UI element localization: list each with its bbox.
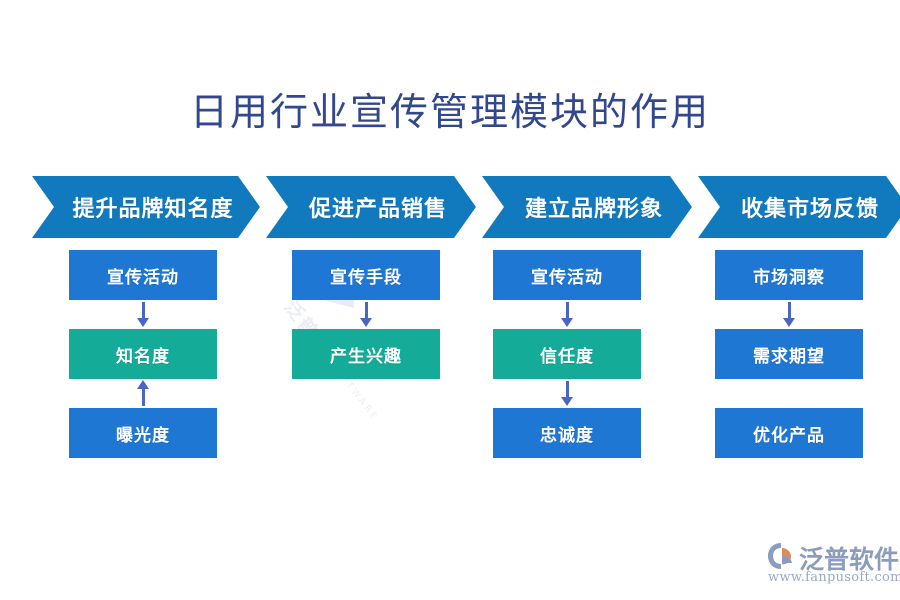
chevron-step-1[interactable]: 提升品牌知名度 — [32, 176, 260, 238]
arrow-down-icon — [493, 300, 641, 329]
arrow-stem — [141, 389, 145, 406]
arrow-head — [137, 318, 149, 327]
node-box[interactable]: 宣传活动 — [69, 250, 217, 300]
arrow-up-icon — [69, 379, 217, 408]
arrow-head — [137, 380, 149, 389]
logo-url: www.fanpusoft.com — [768, 570, 900, 585]
arrow-stem — [787, 302, 791, 319]
node-column-4: 市场洞察需求期望优化产品 — [715, 250, 863, 458]
node-box[interactable]: 优化产品 — [715, 408, 863, 458]
chevron-band: 提升品牌知名度 促进产品销售 建立品牌形象 收集市场反馈 — [32, 176, 876, 238]
node-box[interactable]: 宣传手段 — [292, 250, 440, 300]
chevron-step-label: 建立品牌形象 — [524, 197, 663, 222]
arrow-head — [561, 397, 573, 406]
node-box[interactable]: 产生兴趣 — [292, 329, 440, 379]
arrow-down-icon — [493, 379, 641, 408]
node-box[interactable]: 市场洞察 — [715, 250, 863, 300]
arrow-stem — [565, 381, 569, 398]
logo-name: 泛普软件 — [799, 545, 900, 574]
node-box[interactable]: 宣传活动 — [493, 250, 641, 300]
node-box[interactable]: 信任度 — [493, 329, 641, 379]
page-title: 日用行业宣传管理模块的作用 — [189, 90, 710, 134]
node-column-3: 宣传活动信任度忠诚度 — [493, 250, 641, 458]
arrow-down-icon — [292, 300, 440, 329]
node-box[interactable]: 忠诚度 — [493, 408, 641, 458]
chevron-step-3[interactable]: 建立品牌形象 — [482, 176, 692, 238]
arrow-stem — [141, 302, 145, 319]
connector-gap — [715, 379, 863, 408]
arrow-down-icon — [69, 300, 217, 329]
node-box[interactable]: 曝光度 — [69, 408, 217, 458]
fanpu-logo-icon — [767, 542, 797, 570]
chevron-step-2[interactable]: 促进产品销售 — [266, 176, 476, 238]
arrow-down-icon — [715, 300, 863, 329]
brand-logo: 泛普软件 www.fanpusoft.com — [767, 540, 900, 588]
node-columns: 宣传活动知名度曝光度宣传手段产生兴趣宣传活动信任度忠诚度市场洞察需求期望优化产品 — [0, 250, 900, 460]
arrow-stem — [364, 302, 368, 319]
chevron-step-label: 提升品牌知名度 — [72, 197, 234, 222]
arrow-head — [783, 318, 795, 327]
arrow-head — [360, 318, 372, 327]
arrow-stem — [565, 302, 569, 319]
chevron-step-4[interactable]: 收集市场反馈 — [698, 176, 900, 238]
node-box[interactable]: 需求期望 — [715, 329, 863, 379]
chevron-step-label: 促进产品销售 — [308, 197, 447, 222]
node-box[interactable]: 知名度 — [69, 329, 217, 379]
chevron-step-label: 收集市场反馈 — [740, 197, 879, 222]
arrow-head — [561, 318, 573, 327]
node-column-2: 宣传手段产生兴趣 — [292, 250, 440, 379]
node-column-1: 宣传活动知名度曝光度 — [69, 250, 217, 458]
